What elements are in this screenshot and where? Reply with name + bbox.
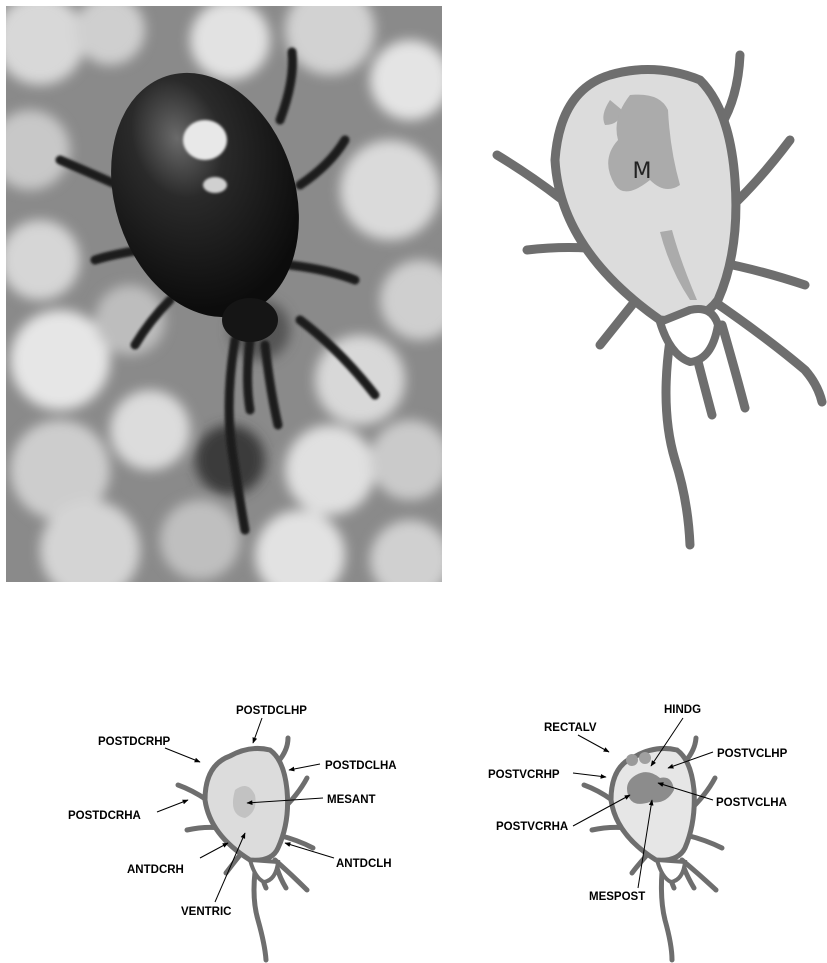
label-postvcrha: POSTVCRHA	[496, 821, 568, 833]
label-antdcrh: ANTDCRH	[127, 864, 184, 876]
label-hindg: HINDG	[664, 704, 701, 716]
label-ventric: VENTRIC	[181, 906, 231, 918]
left-diagram: POSTDCLHP POSTDCRHP POSTDCLHA MESANT POS…	[68, 705, 397, 960]
label-postvclha: POSTVCLHA	[716, 797, 787, 809]
main-center-label: M	[633, 159, 652, 184]
label-postvcrhp: POSTVCRHP	[488, 769, 560, 781]
mite-photo	[0, 0, 460, 600]
label-mesant: MESANT	[327, 794, 376, 806]
right-diagram: HINDG RECTALV POSTVCLHP POSTVCRHP POSTVC…	[488, 704, 788, 960]
right-body-outline	[611, 748, 694, 860]
label-postdcrhp: POSTDCRHP	[98, 736, 171, 748]
label-mespost: MESPOST	[589, 891, 645, 903]
label-postdclha: POSTDCLHA	[325, 760, 397, 772]
label-postdclhp: POSTDCLHP	[236, 705, 307, 717]
label-postvclhp: POSTVCLHP	[717, 748, 788, 760]
label-postdcrha: POSTDCRHA	[68, 810, 141, 822]
label-rectalv: RECTALV	[544, 722, 597, 734]
label-antdclh: ANTDCLH	[336, 858, 392, 870]
main-diagram: M	[497, 55, 822, 545]
